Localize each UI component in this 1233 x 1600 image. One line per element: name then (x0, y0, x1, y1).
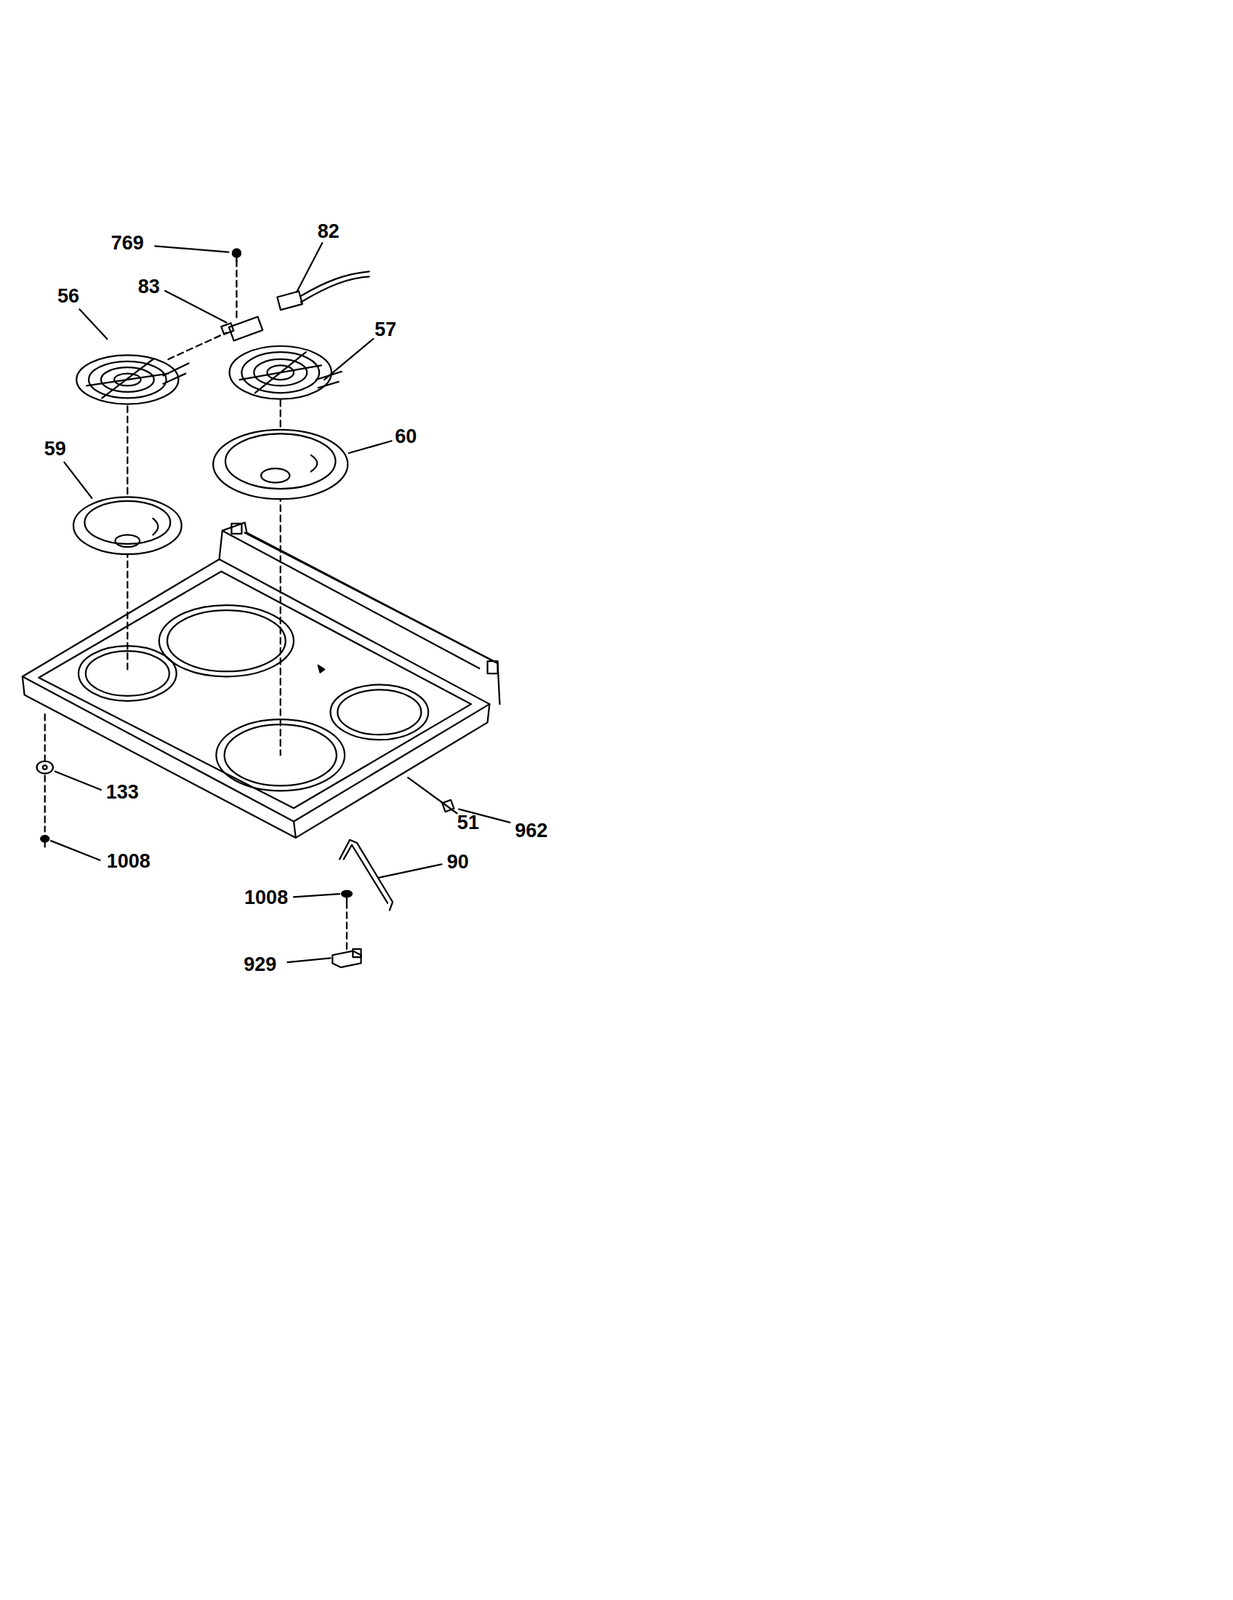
callout-number: 929 (243, 953, 277, 974)
wire-connector (276, 271, 370, 310)
callout-number: 133 (106, 781, 139, 802)
terminal-block (221, 248, 263, 341)
callout-number: 1008 (106, 850, 151, 871)
drip-pan (73, 496, 182, 554)
callout-number: 51 (457, 812, 480, 832)
assembly-lines (45, 260, 347, 949)
screw-and-clip (332, 890, 361, 967)
bracket (339, 839, 393, 911)
surface-burner (229, 346, 342, 400)
callout-number: 83 (138, 276, 160, 297)
callout-number: 56 (57, 285, 80, 306)
callout-number: 59 (44, 439, 67, 459)
callout-number: 57 (374, 319, 397, 340)
callout-number: 962 (514, 820, 548, 840)
callout-number: 82 (317, 221, 340, 242)
callout-number: 769 (111, 232, 144, 253)
washer-and-screw (37, 761, 54, 847)
callout-number: 90 (447, 852, 469, 872)
callout-number: 1008 (244, 887, 288, 908)
leader-lines (50, 242, 510, 962)
cooktop-panel (22, 521, 501, 837)
callout-number: 60 (394, 426, 417, 447)
drip-pan (213, 429, 348, 499)
surface-burner (76, 354, 189, 404)
